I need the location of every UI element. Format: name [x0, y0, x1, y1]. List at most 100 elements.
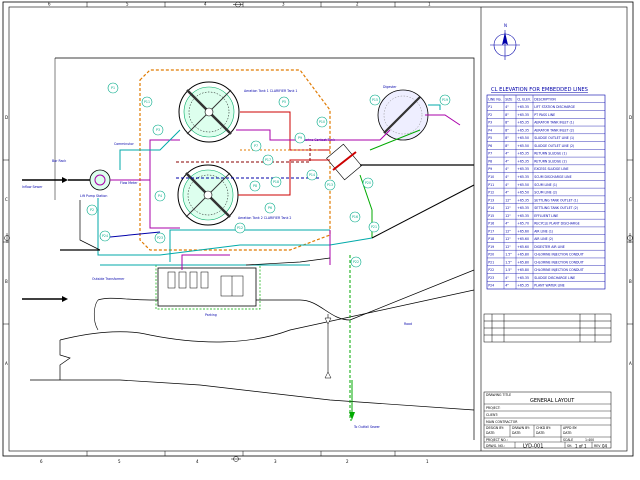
pipe-bubble — [369, 94, 381, 106]
tb-drwg-no: LYD-001 — [523, 444, 543, 450]
north-label: N — [504, 23, 507, 28]
schedule-cell: P12 — [488, 191, 494, 195]
zone-labels-right: D C B A — [629, 115, 632, 366]
pipe-bubble-label: P10 — [319, 120, 325, 124]
section-mark-top — [324, 314, 332, 379]
pipe-bubble-label: P6 — [268, 206, 272, 210]
zone-col-bottom-4: 3 — [274, 459, 277, 464]
zone-col-bottom-6: 1 — [426, 459, 429, 464]
zone-col-bottom-3: 4 — [196, 459, 199, 464]
schedule-cell: P7 — [488, 152, 492, 156]
comminutor-label: Comminutor — [114, 142, 135, 146]
schedule-cell: +65.50 — [517, 144, 529, 148]
schedule-cell: SCUM LINE (1) — [534, 183, 557, 187]
schedule-cell: P3 — [488, 121, 492, 125]
pipe-bubble — [278, 96, 290, 108]
road-corner — [93, 299, 99, 331]
schedule-cell: 12" — [505, 206, 511, 210]
inner-border — [8, 6, 628, 452]
tb-chkd-label: CHKD BY: — [536, 426, 551, 430]
road-edge-lower — [59, 289, 475, 343]
pipe-bubble — [294, 132, 306, 144]
tb-scale-value: 1:400 — [585, 438, 594, 442]
control-building — [155, 264, 261, 310]
zone-col-top-2: 5 — [126, 2, 129, 7]
schedule-cell: 12" — [505, 229, 511, 233]
orange-fence — [139, 69, 331, 251]
schedule-cell: RETURN SLUDGE (2) — [534, 159, 567, 163]
schedule-cell: AERATOR TANK INLET (1) — [534, 121, 574, 125]
tb-drawn-label: DRAWN BY: — [512, 426, 530, 430]
pipe-bubble — [154, 190, 166, 202]
pipe-bubble — [234, 222, 246, 234]
road-label: Road — [404, 322, 412, 326]
tb-rev-value: 04 — [602, 444, 608, 449]
zone-row-right-d: D — [629, 115, 632, 120]
pipe-bubble-label: P3 — [156, 128, 160, 132]
pipe-bubble — [249, 180, 261, 192]
tb-sheet-label: SH. — [567, 444, 572, 448]
schedule-cell: 4" — [505, 159, 509, 163]
schedule-cell: 1.5" — [505, 260, 512, 264]
aeration-tank-2-label: Aeration Tank 2 CLARIFIER Tank 2 — [238, 216, 291, 220]
schedule-cell: P10 — [488, 175, 494, 179]
schedule-title: CL ELEVATION FOR EMBEDDED LINES — [491, 87, 588, 93]
schedule-cell: P8 — [488, 159, 492, 163]
pipe-schedule: CL ELEVATION FOR EMBEDDED LINES LINE No.… — [486, 87, 606, 290]
schedule-cell: +65.60 — [517, 229, 529, 233]
schedule-cell: SLUDGE DISCHARGE LINE — [534, 276, 575, 280]
tb-scale-label: SCALE — [563, 438, 573, 442]
tb-project-label: PROJECT: — [486, 406, 501, 410]
pipe-bubble — [141, 96, 153, 108]
schedule-cell: P13 — [488, 198, 494, 202]
pipe-bubble-label: P21 — [371, 225, 377, 229]
pipe-bubble — [350, 256, 362, 268]
schedule-cell: P14 — [488, 206, 494, 210]
schedule-cell: PLANT WATER LINE — [534, 284, 565, 288]
schedule-cell: 1.5" — [505, 268, 512, 272]
pipe-bubble-label: P14 — [309, 173, 315, 177]
schedule-cell: EXCESS SLUDGE LINE — [534, 167, 568, 171]
schedule-cell: +65.35 — [517, 105, 529, 109]
tb-design-label: DESIGN BY: — [486, 426, 504, 430]
schedule-cell: 4" — [505, 152, 509, 156]
schedule-cell: 1.5" — [505, 253, 512, 257]
transformer-label: Outside Transformer — [92, 277, 125, 281]
pipe-network — [60, 104, 475, 421]
schedule-cell: SETTLING TANK OUTLET (2) — [534, 206, 578, 210]
schedule-header-cell: CL ELEV. — [517, 97, 531, 101]
pipe-bubble-label: P19 — [442, 98, 448, 102]
schedule-header-cell: DESCRIPTION — [534, 97, 556, 101]
zone-row-right-a: A — [629, 361, 632, 366]
pipe-bubble-label: P15 — [372, 98, 378, 102]
schedule-cell: +65.35 — [517, 121, 529, 125]
schedule-cell: CHLORINE INJECTION CONDUIT — [534, 253, 584, 257]
inflow-label: Inflow Sewer — [22, 185, 43, 189]
schedule-cell: +65.35 — [517, 152, 529, 156]
schedule-cell: 4" — [505, 191, 509, 195]
schedule-cell: 4" — [505, 105, 509, 109]
zone-col-top-6: 1 — [428, 2, 431, 7]
pipe-bubble — [349, 211, 361, 223]
pipe-bubble-label: P9 — [298, 136, 302, 140]
plan-drawing: Road Parking Aeration Tank 1 CLARIFIER T… — [22, 57, 475, 440]
pipe-bubble-label: P2 — [90, 208, 94, 212]
schedule-cell: P11 — [488, 183, 494, 187]
schedule-cell: PT PASS LINE — [534, 113, 555, 117]
pipe-bubble — [316, 116, 328, 128]
pipe-bubble-label: P5 — [282, 100, 286, 104]
schedule-cell: +65.35 — [517, 276, 529, 280]
schedule-cell: CHLORINE INJECTION CONDUIT — [534, 268, 584, 272]
pipe-bubble — [368, 221, 380, 233]
tb-contractor-label: MAIN CONTRACTOR — [486, 420, 518, 424]
schedule-cell: RETURN SLUDGE (1) — [534, 152, 567, 156]
schedule-cell: +65.70 — [517, 222, 529, 226]
schedule-cell: +65.35 — [517, 206, 529, 210]
schedule-cell: P2 — [488, 113, 492, 117]
pipe-bubble-label: P16 — [352, 215, 358, 219]
pipe-bubble-label: P22 — [353, 260, 359, 264]
schedule-cell: +65.35 — [517, 198, 529, 202]
pipe-bubbles: P1P2P3P4P5P6P7P8P9P10P11P12P13P14P15P16P… — [86, 82, 451, 268]
schedule-cell: P4 — [488, 128, 492, 132]
